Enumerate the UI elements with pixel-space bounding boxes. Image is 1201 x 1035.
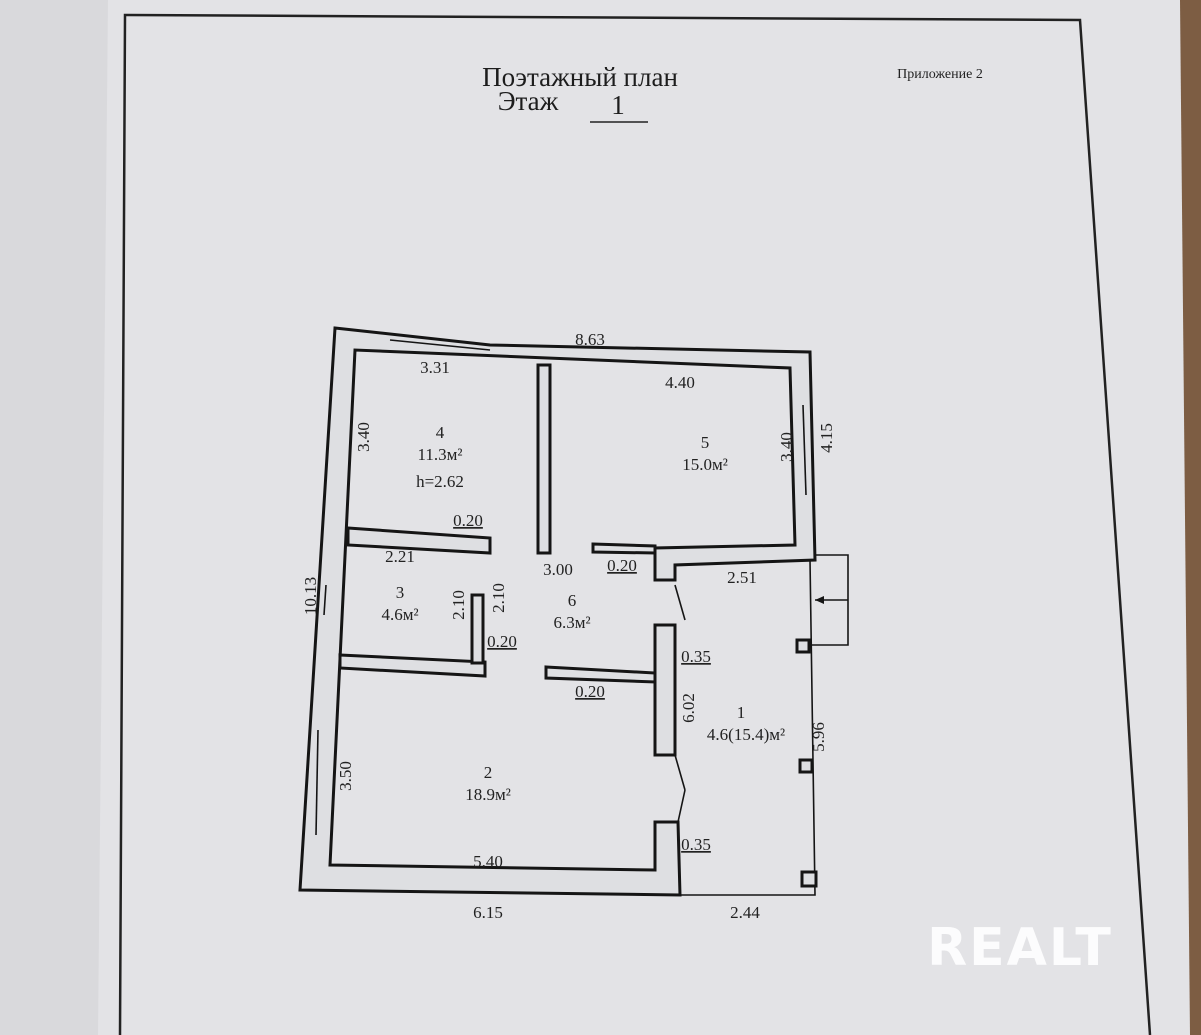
appendix-label: Приложение 2 <box>897 67 983 82</box>
dim-room1-width: 2.51 <box>727 568 757 587</box>
window <box>315 729 319 836</box>
room-1-number: 1 <box>737 703 746 722</box>
floor-label: Этаж <box>498 86 559 116</box>
dim-room2-width: 5.40 <box>473 852 503 871</box>
dim-bottom-right: 2.44 <box>730 903 760 922</box>
room-2-number: 2 <box>484 763 493 782</box>
partition-wall-r4-r5 <box>536 363 552 555</box>
column <box>798 758 814 774</box>
room-4-number: 4 <box>436 423 445 442</box>
room-4-area: 11.3м² <box>418 445 463 464</box>
dim-wall-r1-bottom: 0.35 <box>681 835 711 854</box>
dim-room5-width: 4.40 <box>665 373 695 392</box>
room-1-area: 4.6(15.4)м² <box>707 725 785 744</box>
dim-wall-r3-hall: 0.20 <box>487 632 517 651</box>
dim-right-lower: 5.96 <box>809 722 828 752</box>
back-sheet <box>0 0 130 1035</box>
room-3-area: 4.6м² <box>381 605 418 624</box>
window <box>323 584 327 616</box>
door <box>677 789 686 823</box>
room-3-number: 3 <box>396 583 405 602</box>
walls <box>298 326 817 897</box>
partition-wall-r3-hall <box>470 593 485 665</box>
room-labels: 1 4.6(15.4)м² 2 18.9м² 3 4.6м² 4 11.3м² … <box>381 423 785 804</box>
table-edge <box>1180 0 1201 1035</box>
dim-bottom-left: 6.15 <box>473 903 503 922</box>
partition-wall-r1 <box>653 623 677 757</box>
outer-wall <box>298 326 817 897</box>
partition-wall-r3-r2 <box>338 653 487 678</box>
column <box>800 870 818 888</box>
partition-wall-r4-r3 <box>346 526 492 555</box>
dim-room1-height: 6.02 <box>679 693 698 723</box>
dim-left-total: 10.13 <box>301 577 320 615</box>
room1-outline <box>678 559 816 896</box>
column <box>795 638 811 654</box>
door <box>674 584 686 621</box>
floor-number: 1 <box>611 90 625 120</box>
dim-room3-height-a: 2.10 <box>449 590 468 620</box>
window <box>802 404 807 496</box>
dim-wall-r5-hall: 0.20 <box>607 556 637 575</box>
dim-room3-height-b: 2.10 <box>489 583 508 613</box>
dim-room5-height: 3.40 <box>777 432 796 462</box>
dim-right-upper: 4.15 <box>817 423 836 453</box>
dim-room4-width: 3.31 <box>420 358 450 377</box>
dim-wall-r4-r3: 0.20 <box>453 511 483 530</box>
sheet-frame <box>118 13 1152 1035</box>
window <box>389 339 491 351</box>
entrance-arrow-icon <box>815 596 824 604</box>
room-6-number: 6 <box>568 591 577 610</box>
door <box>674 754 686 791</box>
paper-sheet <box>98 0 1201 1035</box>
partition-wall-r5-hall <box>591 542 657 555</box>
plan-title: Поэтажный план <box>482 62 678 92</box>
realt-watermark: REALT <box>927 918 1113 978</box>
windows <box>315 339 807 836</box>
room-5-area: 15.0м² <box>682 455 728 474</box>
dim-room2-height: 3.50 <box>336 761 355 791</box>
dim-wall-hall-r2: 0.20 <box>575 682 605 701</box>
dim-room4-height: 3.40 <box>354 422 373 452</box>
doors <box>674 584 686 823</box>
dim-room3-width: 2.21 <box>385 547 415 566</box>
room-2-area: 18.9м² <box>465 785 511 804</box>
dim-wall-r1-top: 0.35 <box>681 647 711 666</box>
dimension-labels: 8.63 3.31 4.40 3.40 3.40 4.15 0.20 2.21 … <box>301 330 836 922</box>
room-5-number: 5 <box>701 433 710 452</box>
dim-hall-width: 3.00 <box>543 560 573 579</box>
room-6-area: 6.3м² <box>553 613 590 632</box>
dim-top-total: 8.63 <box>575 330 605 349</box>
room-4-height: h=2.62 <box>416 472 464 491</box>
